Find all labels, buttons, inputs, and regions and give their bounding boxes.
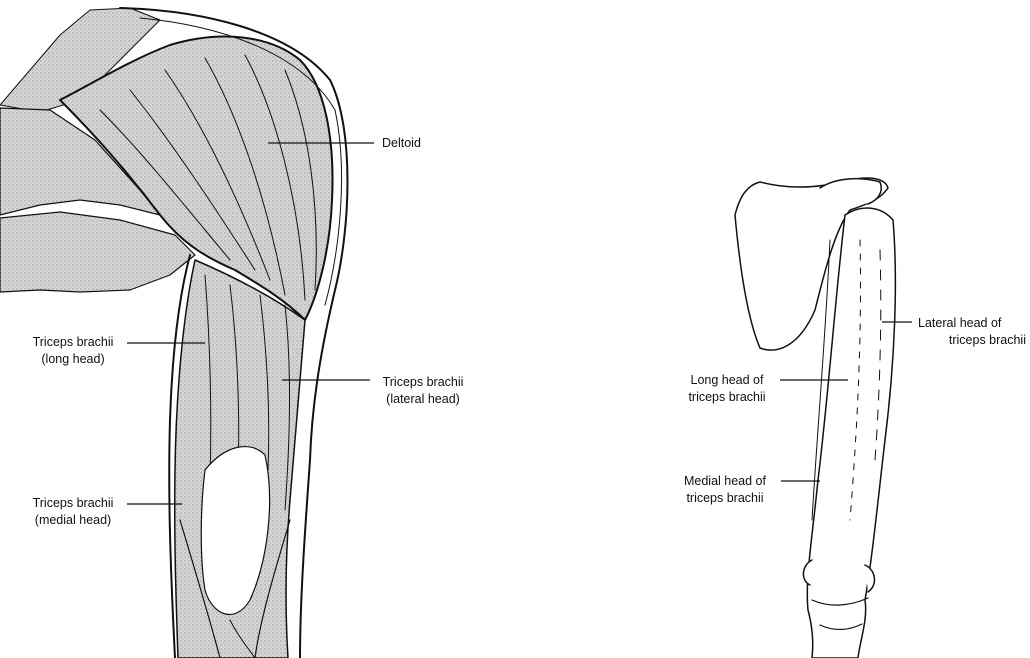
label-long-head-of-line1: Long head of xyxy=(676,372,778,389)
label-triceps-long-line1: Triceps brachii xyxy=(18,334,128,351)
label-medial-head-of-line1: Medial head of xyxy=(670,473,780,490)
label-medial-head-of-line2: triceps brachii xyxy=(670,490,780,507)
label-triceps-medial-line2: (medial head) xyxy=(18,512,128,529)
label-lateral-head-of: Lateral head of triceps brachii xyxy=(918,315,1028,349)
label-deltoid: Deltoid xyxy=(382,135,421,152)
teres-region xyxy=(0,212,195,292)
label-triceps-lateral-line1: Triceps brachii xyxy=(372,374,474,391)
label-triceps-long: Triceps brachii (long head) xyxy=(18,334,128,368)
label-triceps-medial: Triceps brachii (medial head) xyxy=(18,495,128,529)
label-triceps-lateral-line2: (lateral head) xyxy=(372,391,474,408)
label-triceps-lateral: Triceps brachii (lateral head) xyxy=(372,374,474,408)
label-lateral-head-of-line1: Lateral head of xyxy=(918,315,1028,332)
label-triceps-long-line2: (long head) xyxy=(18,351,128,368)
label-long-head-of: Long head of triceps brachii xyxy=(676,372,778,406)
right-bone-illustration xyxy=(735,178,895,658)
label-lateral-head-of-line2: triceps brachii xyxy=(918,332,1028,349)
left-arm-illustration xyxy=(0,8,348,658)
label-medial-head-of: Medial head of triceps brachii xyxy=(670,473,780,507)
label-long-head-of-line2: triceps brachii xyxy=(676,389,778,406)
label-triceps-medial-line1: Triceps brachii xyxy=(18,495,128,512)
